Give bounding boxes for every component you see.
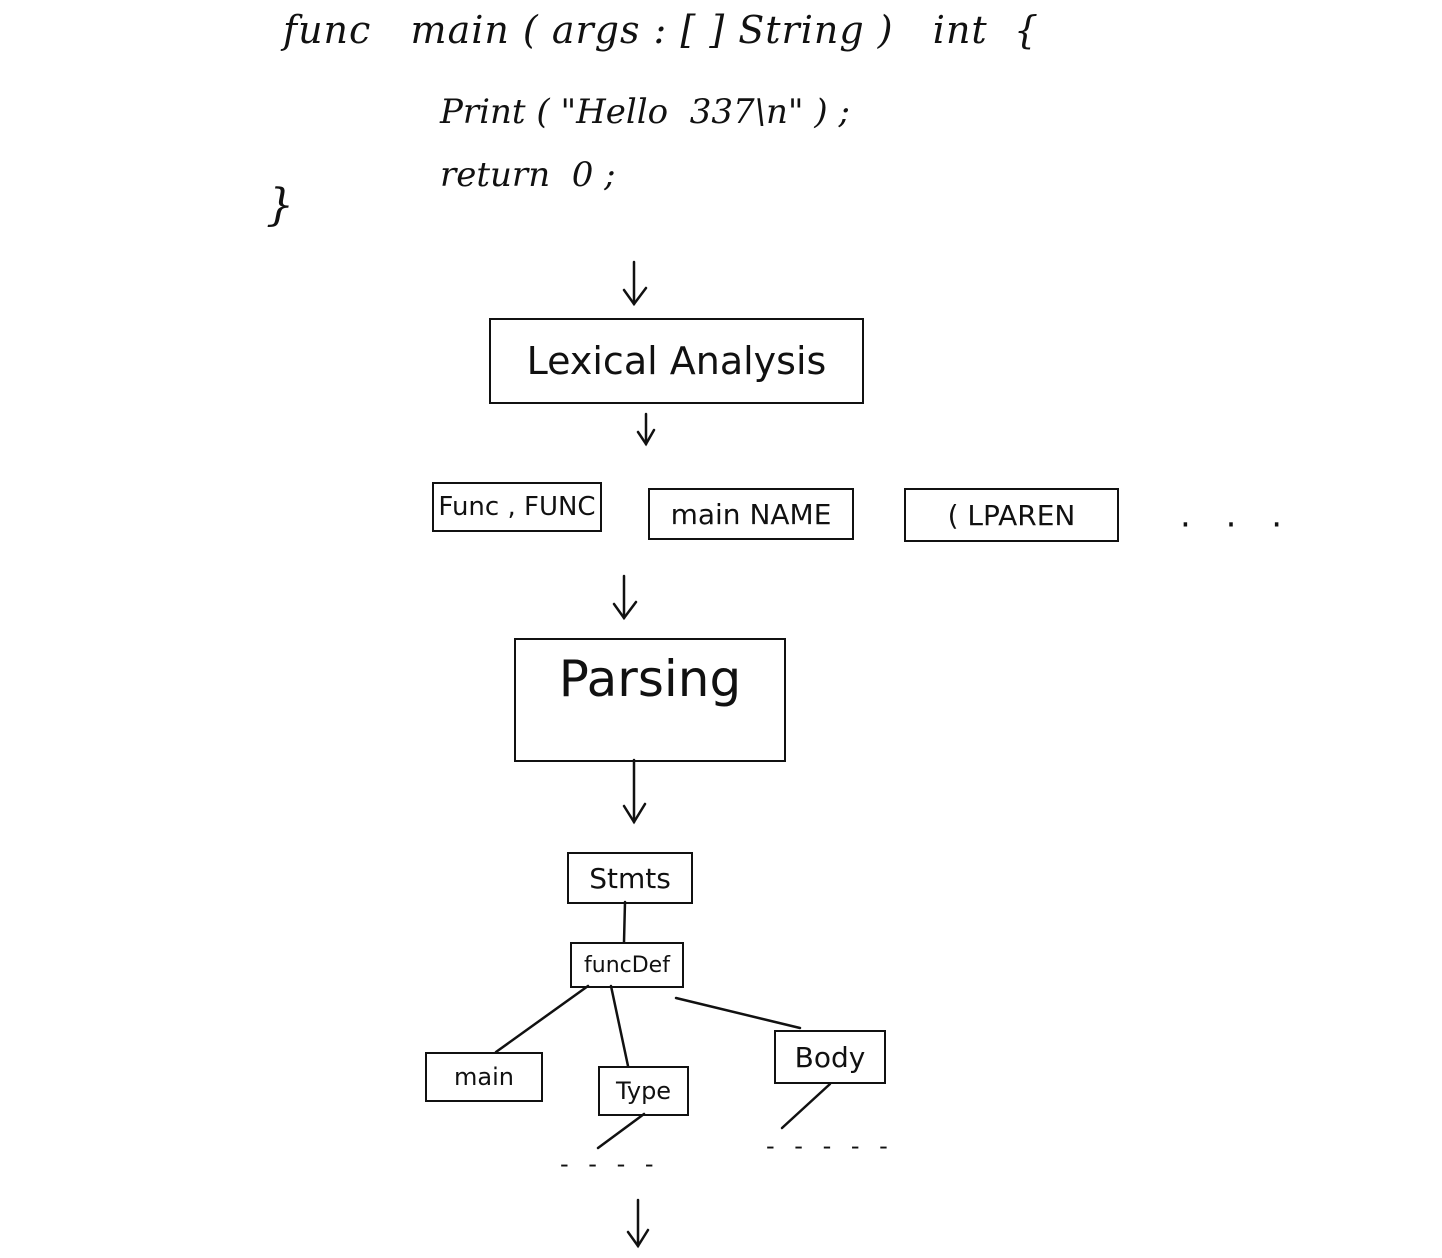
token-lparen-label: ( LPAREN	[947, 498, 1076, 532]
token-func-label: Func , FUNC	[438, 492, 596, 522]
tree-node-body-label: Body	[794, 1040, 866, 1074]
arrow-tree-to-next	[626, 1198, 650, 1249]
token-lparen: ( LPAREN	[904, 488, 1119, 542]
tree-ellipsis-left: - - - -	[560, 1150, 660, 1178]
arrow-tokens-to-parser	[612, 574, 638, 621]
edge-type-children	[596, 1112, 646, 1150]
edge-funcdef-body	[674, 996, 802, 1030]
code-line-print: Print ( "Hello 337\n" ) ;	[440, 92, 850, 132]
edge-stmts-funcdef	[622, 900, 627, 944]
edge-funcdef-main	[494, 984, 590, 1054]
arrow-parser-to-tree	[622, 758, 647, 825]
arrow-lexer-to-tokens	[636, 412, 656, 447]
tree-node-funcdef-label: funcDef	[584, 952, 670, 978]
code-line-close-brace: }	[266, 180, 294, 231]
token-main: main NAME	[648, 488, 854, 540]
edge-body-children	[780, 1082, 832, 1130]
parsing-box: Parsing	[514, 638, 786, 762]
tree-node-funcdef: funcDef	[570, 942, 684, 988]
token-ellipsis: · · ·	[1180, 505, 1295, 545]
tree-node-stmts-label: Stmts	[589, 861, 671, 895]
tree-node-main-label: main	[454, 1063, 514, 1091]
token-func: Func , FUNC	[432, 482, 602, 532]
arrow-code-to-lexer	[622, 260, 648, 307]
tree-node-type-label: Type	[615, 1077, 672, 1105]
edge-funcdef-type	[609, 984, 630, 1068]
lexical-analysis-box: Lexical Analysis	[489, 318, 864, 404]
code-line-signature: func main ( args : [ ] String ) int {	[283, 8, 1040, 52]
tree-node-main: main	[425, 1052, 543, 1102]
parsing-label: Parsing	[558, 650, 742, 708]
token-main-label: main NAME	[670, 497, 832, 531]
tree-node-stmts: Stmts	[567, 852, 693, 904]
lexical-analysis-label: Lexical Analysis	[526, 339, 827, 383]
code-line-return: return 0 ;	[440, 155, 616, 195]
tree-ellipsis-right: - - - - -	[766, 1132, 894, 1160]
tree-node-type: Type	[598, 1066, 689, 1116]
tree-node-body: Body	[774, 1030, 886, 1084]
